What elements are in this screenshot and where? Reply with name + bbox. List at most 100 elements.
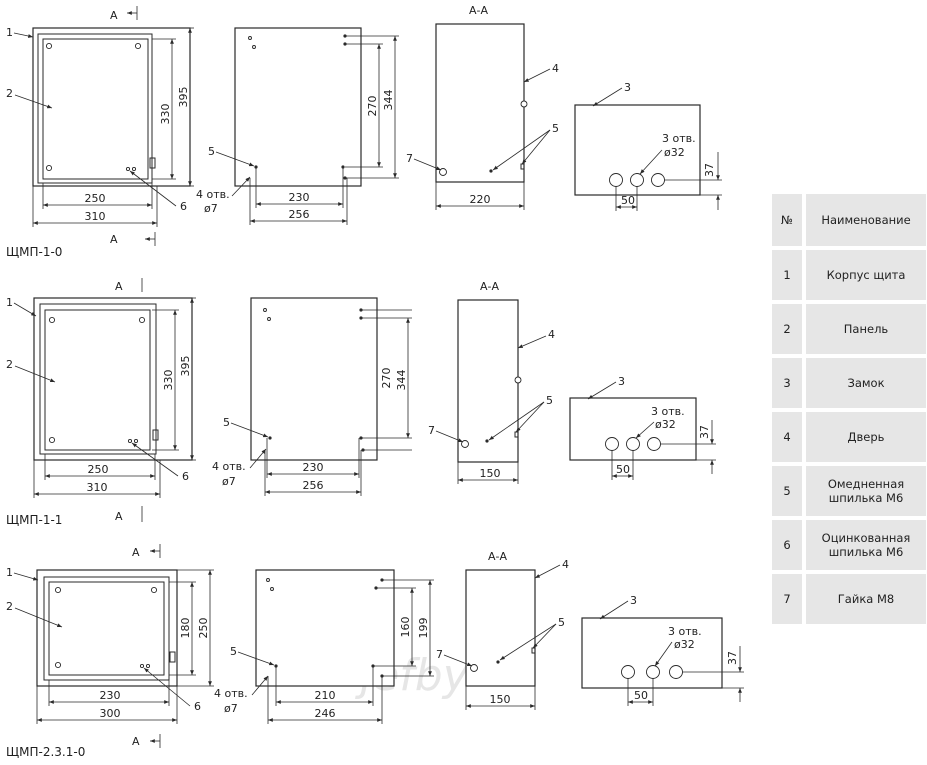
dim-height-inner: 330 (159, 104, 172, 125)
dim-width-outer: 310 (85, 210, 106, 223)
hole-diameter: ø7 (222, 475, 236, 488)
dim-height-outer: 199 (417, 618, 430, 639)
callout-3: 3 (630, 594, 637, 607)
table-cell-number: 2 (772, 304, 802, 354)
section-mark-bottom: А (115, 510, 123, 523)
lock-view: 3 3 отв. ø32 50 37 (569, 375, 716, 480)
dim-depth: 150 (480, 467, 501, 480)
dim-height-outer: 344 (395, 370, 408, 391)
dim-hole-pitch: 50 (621, 194, 635, 207)
holes-note: 3 отв. (662, 132, 696, 145)
callout-7: 7 (406, 152, 413, 165)
hole-diameter: ø32 (674, 638, 695, 651)
section-mark-top: А (115, 280, 123, 293)
callout-5: 5 (208, 145, 215, 158)
technical-drawing: jefby А А 1 2 6 (6, 4, 744, 759)
section-mark-top: А (110, 9, 118, 22)
table-cell-number: 7 (772, 574, 802, 624)
table-header-name: Наименование (806, 194, 926, 246)
holes-note: 4 отв. (214, 687, 248, 700)
holes-note: 4 отв. (212, 460, 246, 473)
table-row: 3 Замок (772, 358, 926, 408)
dim-height-inner: 180 (179, 618, 192, 639)
callout-1: 1 (6, 26, 13, 39)
table-cell-name: Замок (806, 358, 926, 408)
callout-6: 6 (182, 470, 189, 483)
back-view: 270 344 230 256 5 4 отв. ø7 (196, 27, 399, 225)
callout-4: 4 (552, 62, 559, 75)
table-cell-number: 3 (772, 358, 802, 408)
dim-height-outer: 395 (177, 87, 190, 108)
hole-diameter: ø7 (204, 202, 218, 215)
dim-hole-offset: 37 (726, 651, 739, 665)
callout-4: 4 (562, 558, 569, 571)
table-row: 4 Дверь (772, 412, 926, 462)
section-view: А-А 4 5 7 150 (428, 280, 555, 484)
dim-height-inner: 270 (366, 96, 379, 117)
front-view: А А 1 2 6 330 395 250 (6, 6, 194, 259)
callout-7: 7 (428, 424, 435, 437)
dim-width-outer: 300 (100, 707, 121, 720)
table-header-number: № (772, 194, 802, 246)
table-cell-name: Панель (806, 304, 926, 354)
callout-1: 1 (6, 566, 13, 579)
dim-width-inner: 230 (303, 461, 324, 474)
table-cell-number: 6 (772, 520, 802, 570)
dim-width-outer: 256 (289, 208, 310, 221)
front-view: А А 1 2 6 330 395 250 310 Щ (6, 278, 196, 527)
callout-6: 6 (180, 200, 187, 213)
table-row: 7 Гайка М8 (772, 574, 926, 624)
callout-2: 2 (6, 600, 13, 613)
dim-height-outer: 250 (197, 618, 210, 639)
section-mark-bottom: А (132, 735, 140, 748)
callout-2: 2 (6, 87, 13, 100)
table-row: 5 Омедненная шпилька М6 (772, 466, 926, 516)
dim-height-outer: 344 (382, 90, 395, 111)
callout-3: 3 (624, 81, 631, 94)
callout-5: 5 (546, 394, 553, 407)
table-row: 6 Оцинкованная шпилька М6 (772, 520, 926, 570)
table-row: 1 Корпус щита (772, 250, 926, 300)
section-title: А-А (488, 550, 507, 563)
table-cell-name: Гайка М8 (806, 574, 926, 624)
callout-5: 5 (223, 416, 230, 429)
callout-1: 1 (6, 296, 13, 309)
section-view: А-А 4 5 7 150 (436, 550, 569, 710)
table-header-row: № Наименование (772, 194, 926, 246)
back-view: 160 199 210 246 5 4 отв. ø7 (214, 569, 434, 724)
model-title: ЩМП-2.3.1-0 (6, 745, 85, 759)
callout-5: 5 (558, 616, 565, 629)
hole-diameter: ø32 (664, 146, 685, 159)
table-cell-number: 5 (772, 466, 802, 516)
dim-depth: 220 (470, 193, 491, 206)
dim-height-inner: 270 (380, 368, 393, 389)
front-view: А А 1 2 6 180 250 230 300 Щ (6, 544, 214, 759)
section-view: А-А 4 5 7 220 (406, 4, 559, 210)
dim-height-outer: 395 (179, 356, 192, 377)
callout-3: 3 (618, 375, 625, 388)
table-cell-name: Омедненная шпилька М6 (806, 466, 926, 516)
dim-width-inner: 230 (289, 191, 310, 204)
section-title: А-А (480, 280, 499, 293)
callout-6: 6 (194, 700, 201, 713)
dim-hole-pitch: 50 (616, 463, 630, 476)
hole-diameter: ø7 (224, 702, 238, 715)
holes-note: 4 отв. (196, 188, 230, 201)
row-shmp-2-3-1-0: А А 1 2 6 180 250 230 300 Щ (6, 544, 744, 759)
callout-4: 4 (548, 328, 555, 341)
callout-5: 5 (230, 645, 237, 658)
table-cell-name: Корпус щита (806, 250, 926, 300)
dim-hole-pitch: 50 (634, 689, 648, 702)
holes-note: 3 отв. (668, 625, 702, 638)
callout-7: 7 (436, 648, 443, 661)
dim-width-inner: 210 (315, 689, 336, 702)
table-cell-number: 1 (772, 250, 802, 300)
hole-diameter: ø32 (655, 418, 676, 431)
dim-depth: 150 (490, 693, 511, 706)
dim-width-outer: 246 (315, 707, 336, 720)
dim-hole-offset: 37 (698, 425, 711, 439)
dim-width-outer: 256 (303, 479, 324, 492)
table-cell-name: Дверь (806, 412, 926, 462)
callout-2: 2 (6, 358, 13, 371)
row-shmp-1-0: А А 1 2 6 330 395 250 (6, 4, 722, 259)
